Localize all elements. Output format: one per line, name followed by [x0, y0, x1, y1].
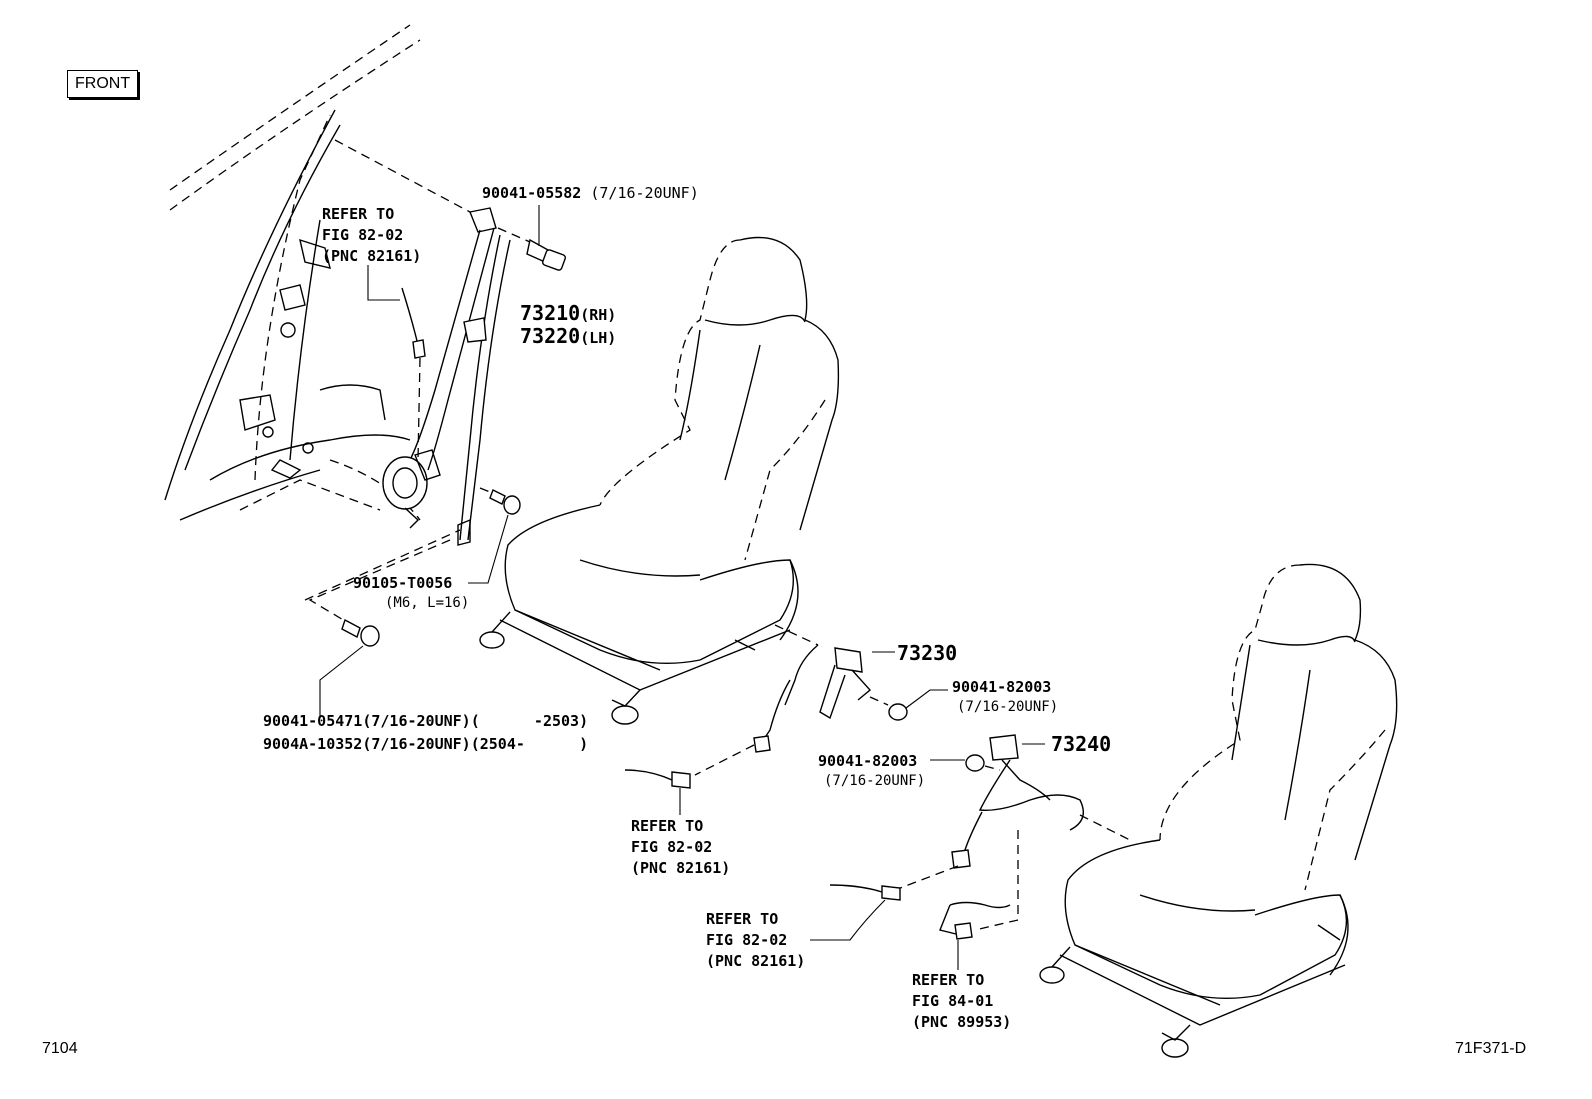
harness-mid: [624, 769, 691, 815]
buckle-front: [694, 624, 895, 776]
nut-rear-spec: (7/16-20UNF): [824, 773, 926, 789]
bolt-lower-label-1: 90041-05471(7/16-20UNF)( -2503): [263, 712, 589, 730]
ref-lower-line1: REFER TO: [706, 910, 779, 928]
page-id: 7104: [42, 1040, 78, 1057]
body-pillar-structure: [164, 24, 421, 521]
rear-seat: [1039, 563, 1398, 1058]
buckle-rear: [894, 734, 1131, 891]
ref-upper-line3: (PNC 82161): [322, 247, 422, 265]
belt-lh-label: 73220(LH): [520, 324, 617, 348]
nut-front-spec: (7/16-20UNF): [957, 699, 1059, 715]
bolt-lower-label-2: 9004A-10352(7/16-20UNF)(2504- ): [263, 735, 589, 753]
ref-mid-line1: REFER TO: [631, 817, 704, 835]
ref-8401-line1: REFER TO: [912, 971, 985, 989]
ref-lower-line3: (PNC 82161): [706, 952, 806, 970]
figure-id: 71F371-D: [1455, 1040, 1527, 1057]
harness-lower: [810, 884, 901, 941]
harness-upper: [367, 265, 426, 461]
buckle-rear-label: 73240: [1051, 732, 1112, 756]
harness-8401: [939, 830, 1019, 970]
nut-front-icon: [869, 689, 948, 721]
front-indicator: FRONT: [67, 70, 139, 98]
bolt-upper-icon: [497, 205, 566, 271]
ref-mid-line3: (PNC 82161): [631, 859, 731, 877]
ref-upper-line1: REFER TO: [322, 205, 395, 223]
front-seat-belt-assembly: [304, 139, 511, 631]
ref-lower-line2: FIG 82-02: [706, 931, 788, 949]
screw-spec: (M6, L=16): [385, 595, 470, 611]
ref-8401-line3: (PNC 89953): [912, 1013, 1012, 1031]
belt-rh-label: 73210(RH): [520, 301, 617, 325]
buckle-front-label: 73230: [897, 641, 958, 665]
nut-front-label: 90041-82003: [952, 678, 1052, 696]
bolt-lower-icon: [319, 618, 380, 718]
screw-label: 90105-T0056: [353, 574, 453, 592]
bolt-upper-label: 90041-05582 (7/16-20UNF): [482, 184, 699, 202]
nut-rear-icon: [930, 754, 1001, 772]
front-seat: [479, 236, 840, 725]
nut-rear-label: 90041-82003: [818, 752, 918, 770]
ref-8401-line2: FIG 84-01: [912, 992, 994, 1010]
ref-mid-line2: FIG 82-02: [631, 838, 713, 856]
screw-icon: [468, 487, 521, 584]
ref-upper-line2: FIG 82-02: [322, 226, 404, 244]
